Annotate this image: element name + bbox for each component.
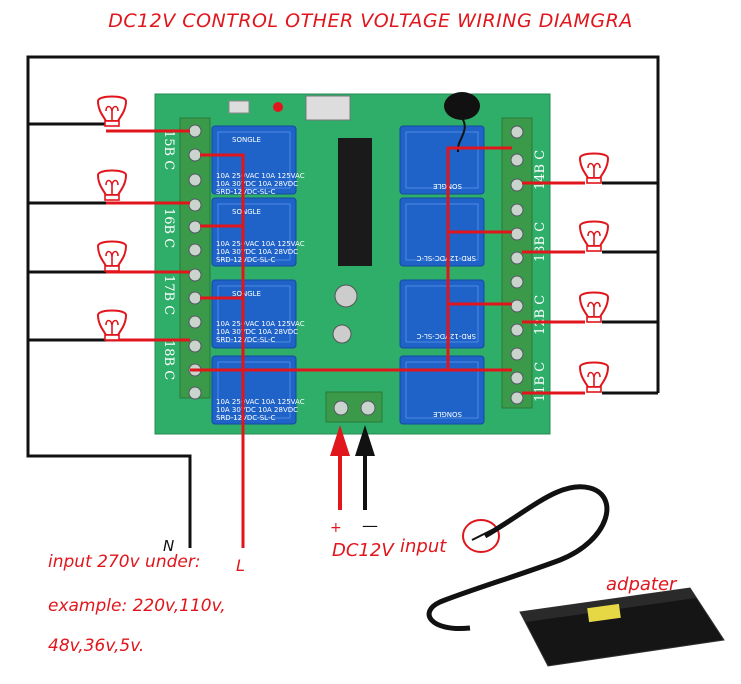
channel-label-18: 18B C — [161, 340, 176, 380]
lamp-icon — [579, 361, 609, 393]
relay-brand: SONGLE — [232, 208, 261, 216]
arrow-up-icon — [330, 425, 350, 456]
power-adapter-icon — [426, 484, 725, 667]
voltage-note-line-3: 48v,36v,5v. — [48, 636, 145, 656]
channel-label-16: 16B C — [161, 208, 176, 248]
relay-rating-2: 10A 30VDC 10A 28VDC — [216, 406, 298, 414]
relay-model: SRD-12VDC-SL-C — [417, 254, 476, 262]
relay-rating-2: 10A 30VDC 10A 28VDC — [216, 248, 298, 256]
negative-label: — — [362, 516, 378, 535]
relay-rating-2: 10A 30VDC 10A 28VDC — [216, 328, 298, 336]
voltage-note-line-2: example: 220v,110v, — [48, 596, 226, 616]
relay-rating-2: 10A 30VDC 10A 28VDC — [216, 180, 298, 188]
lamp-icon — [579, 220, 609, 252]
channel-label-14: 14B C — [533, 150, 548, 190]
relay-rating-1: 10A 250VAC 10A 125VAC — [216, 398, 305, 406]
channel-label-15: 15B C — [161, 130, 176, 170]
lamp-icon — [579, 291, 609, 323]
relay-model: SRD-12VDC-SL-C — [216, 336, 275, 344]
input-plug-marker — [462, 519, 500, 553]
channel-label-12: 12B C — [533, 295, 548, 335]
lamp-icon — [97, 309, 127, 341]
live-wiring — [106, 129, 585, 548]
relay-rating-1: 10A 250VAC 10A 125VAC — [216, 320, 305, 328]
diagram-title: DC12V CONTROL OTHER VOLTAGE WIRING DIAMG… — [108, 10, 633, 32]
relay-model: SRD-12VDC-SL-C — [417, 332, 476, 340]
relay-board — [154, 93, 551, 435]
neutral-label: N — [163, 537, 175, 555]
channel-label-11: 11B C — [533, 362, 548, 402]
lamp-icon — [579, 152, 609, 184]
lamp-icon — [97, 95, 127, 127]
lamp-icon — [97, 240, 127, 272]
lamp-icon — [97, 169, 127, 201]
neutral-wiring — [26, 55, 660, 548]
dc-power-arrows — [330, 425, 375, 510]
adapter-label: adpater — [606, 574, 677, 595]
relay-brand: SONGLE — [232, 290, 261, 298]
arrow-up-icon — [355, 425, 375, 456]
relay-rating-1: 10A 250VAC 10A 125VAC — [216, 172, 305, 180]
channel-label-13: 13B C — [533, 222, 548, 262]
relay-model: SRD-12VDC-SL-C — [216, 414, 275, 422]
live-label: L — [236, 556, 245, 575]
relay-model: SRD-12VDC-SL-C — [216, 188, 275, 196]
relay-rating-1: 10A 250VAC 10A 125VAC — [216, 240, 305, 248]
relay-model: SRD-12VDC-SL-C — [216, 256, 275, 264]
dc12v-label: DC12V — [332, 540, 394, 561]
positive-label: + — [330, 520, 342, 536]
relay-brand: SONGLE — [232, 136, 261, 144]
input-label: input — [400, 536, 447, 557]
channel-label-17: 17B C — [161, 275, 176, 315]
relay-brand: SONGLE — [433, 410, 462, 418]
voltage-note-line-1: input 270v under: — [48, 552, 201, 572]
